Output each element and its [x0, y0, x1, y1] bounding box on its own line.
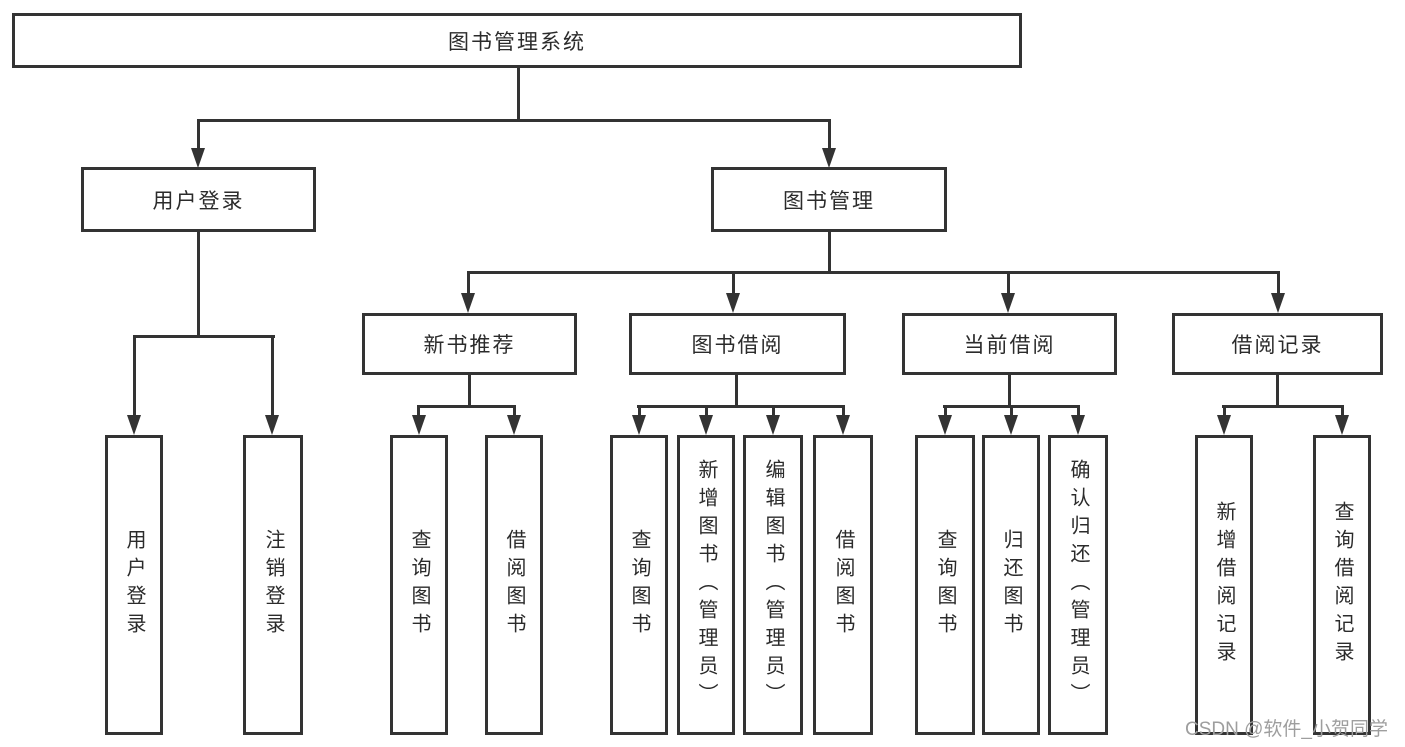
leaf-label: 确认归还（管理员）: [1067, 459, 1089, 711]
connector-line: [842, 405, 845, 417]
connector-line: [271, 335, 274, 417]
connector-line: [1223, 405, 1226, 417]
arrowhead-down-icon: [127, 415, 141, 435]
arrowhead-down-icon: [1217, 415, 1231, 435]
arrowhead-down-icon: [1071, 415, 1085, 435]
connector-line: [197, 119, 831, 122]
leaf-label: 借阅图书: [503, 529, 525, 641]
node-library-management-system: 图书管理系统: [12, 13, 1022, 68]
leaf-borrow-books-recommend: 借阅图书: [485, 435, 543, 735]
connector-line: [468, 375, 471, 408]
leaf-query-borrow-record: 查询借阅记录: [1313, 435, 1371, 735]
connector-line: [417, 405, 516, 408]
arrowhead-down-icon: [507, 415, 521, 435]
connector-line: [133, 335, 136, 417]
connector-line: [944, 405, 947, 417]
leaf-query-books-recommend: 查询图书: [390, 435, 448, 735]
connector-line: [467, 271, 470, 295]
leaf-borrow-books-borrowing: 借阅图书: [813, 435, 873, 735]
connector-line: [828, 119, 831, 149]
connector-line: [735, 375, 738, 408]
node-current-borrowing: 当前借阅: [902, 313, 1117, 375]
leaf-label: 查询图书: [934, 529, 956, 641]
arrowhead-down-icon: [766, 415, 780, 435]
connector-line: [417, 405, 420, 417]
connector-line: [772, 405, 775, 417]
arrowhead-down-icon: [822, 148, 836, 168]
connector-line: [705, 405, 708, 417]
leaf-query-books-borrowing: 查询图书: [610, 435, 668, 735]
leaf-label: 注销登录: [262, 529, 284, 641]
leaf-label: 查询图书: [628, 529, 650, 641]
leaf-label: 借阅图书: [832, 529, 854, 641]
connector-line: [467, 271, 1280, 274]
connector-line: [828, 232, 831, 274]
leaf-label: 用户登录: [123, 529, 145, 641]
connector-line: [1276, 375, 1279, 408]
leaf-user-login: 用户登录: [105, 435, 163, 735]
arrowhead-down-icon: [1001, 293, 1015, 313]
connector-line: [1341, 405, 1344, 417]
node-book-borrowing: 图书借阅: [629, 313, 846, 375]
connector-line: [517, 68, 520, 121]
arrowhead-down-icon: [265, 415, 279, 435]
connector-line: [1007, 271, 1010, 295]
leaf-add-books-admin: 新增图书（管理员）: [677, 435, 735, 735]
leaf-edit-books-admin: 编辑图书（管理员）: [743, 435, 803, 735]
arrowhead-down-icon: [461, 293, 475, 313]
leaf-label: 新增借阅记录: [1213, 501, 1235, 669]
arrowhead-down-icon: [191, 148, 205, 168]
connector-line: [638, 405, 641, 417]
node-user-login: 用户登录: [81, 167, 316, 232]
node-book-management: 图书管理: [711, 167, 947, 232]
connector-line: [637, 405, 845, 408]
connector-line: [1008, 375, 1011, 408]
leaf-add-borrow-record: 新增借阅记录: [1195, 435, 1253, 735]
connector-line: [197, 119, 200, 149]
arrowhead-down-icon: [836, 415, 850, 435]
arrowhead-down-icon: [726, 293, 740, 313]
connector-line: [1277, 271, 1280, 295]
node-borrowing-records: 借阅记录: [1172, 313, 1383, 375]
arrowhead-down-icon: [1004, 415, 1018, 435]
connector-line: [197, 232, 200, 338]
arrowhead-down-icon: [699, 415, 713, 435]
leaf-label: 编辑图书（管理员）: [762, 459, 784, 711]
node-new-book-recommendation: 新书推荐: [362, 313, 577, 375]
connector-line: [513, 405, 516, 417]
connector-line: [133, 335, 275, 338]
leaf-label: 新增图书（管理员）: [695, 459, 717, 711]
leaf-confirm-return-admin: 确认归还（管理员）: [1048, 435, 1108, 735]
leaf-query-books-current: 查询图书: [915, 435, 975, 735]
connector-line: [1077, 405, 1080, 417]
leaf-label: 查询图书: [408, 529, 430, 641]
arrowhead-down-icon: [412, 415, 426, 435]
leaf-logout-login: 注销登录: [243, 435, 303, 735]
connector-line: [732, 271, 735, 295]
connector-line: [1010, 405, 1013, 417]
arrowhead-down-icon: [632, 415, 646, 435]
leaf-label: 归还图书: [1000, 529, 1022, 641]
connector-line: [1222, 405, 1344, 408]
leaf-return-books: 归还图书: [982, 435, 1040, 735]
leaf-label: 查询借阅记录: [1331, 501, 1353, 669]
csdn-watermark: CSDN @软件_小贺同学: [1185, 719, 1388, 740]
arrowhead-down-icon: [1335, 415, 1349, 435]
arrowhead-down-icon: [1271, 293, 1285, 313]
arrowhead-down-icon: [938, 415, 952, 435]
